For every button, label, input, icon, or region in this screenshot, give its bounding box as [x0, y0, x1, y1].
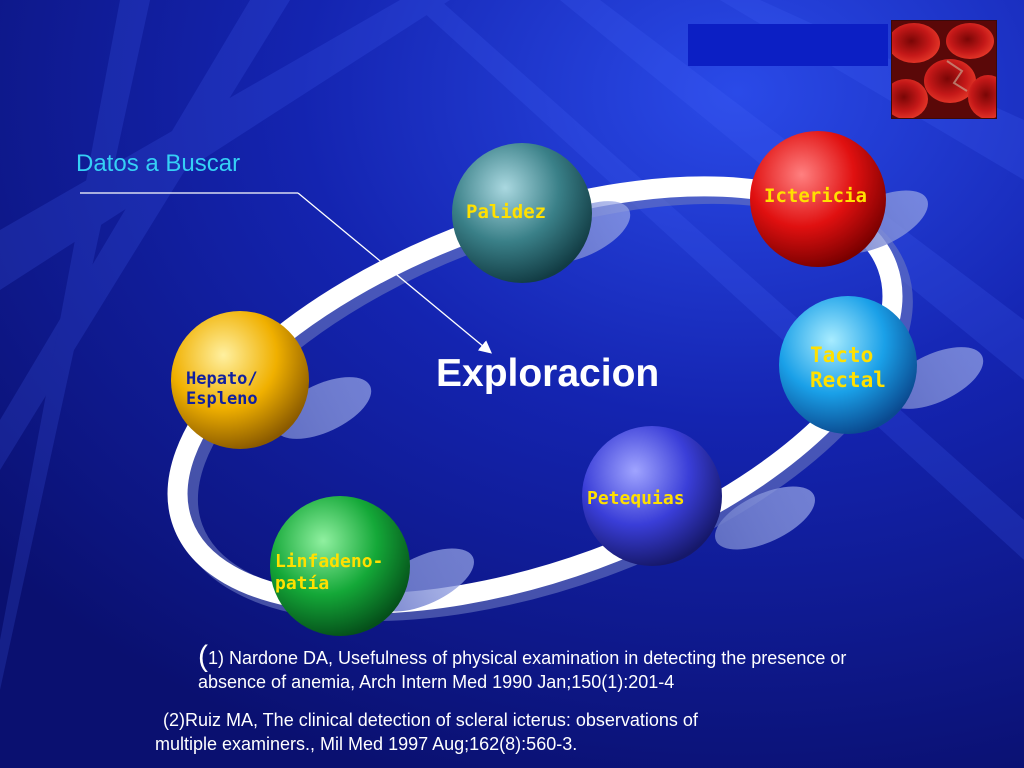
node-ictericia: [750, 131, 886, 267]
reference-1-line-1: (1) Nardone DA, Usefulness of physical e…: [198, 642, 847, 672]
node-label-line: Palidez: [466, 201, 547, 223]
node-tacto-rectal: [779, 296, 917, 434]
node-linfadenopatia: [270, 496, 410, 636]
node-label-ictericia: Ictericia: [764, 185, 867, 208]
node-label-line: Rectal: [810, 368, 886, 393]
blood-cells-image: [891, 20, 997, 119]
node-label-line: Ictericia: [764, 185, 867, 207]
reference-1: (1) Nardone DA, Usefulness of physical e…: [198, 642, 847, 694]
callout-arrow: [80, 192, 493, 354]
reference-2-line-1: (2)Ruiz MA, The clinical detection of sc…: [163, 710, 698, 730]
subtitle: Datos a Buscar: [76, 150, 241, 177]
node-petequias: [582, 426, 722, 566]
reference-2-line-2: multiple examiners., Mil Med 1997 Aug;16…: [155, 734, 578, 754]
node-label-linfadenopatia: Linfadeno- patía: [275, 551, 383, 594]
node-label-palidez: Palidez: [466, 201, 546, 224]
node-label-line: Espleno: [186, 389, 258, 410]
node-label-line: Linfadeno-: [275, 551, 384, 572]
reference-1-line-2: absence of anemia, Arch Intern Med 1990 …: [198, 672, 675, 692]
center-title: Exploracion: [436, 352, 660, 395]
node-palidez: [452, 143, 592, 283]
node-label-line: Tacto: [810, 343, 874, 367]
node-label-petequias: Petequias: [587, 488, 685, 510]
node-label-hepatoespleno: Hepato/ Espleno: [186, 369, 258, 410]
reference-2: (2)Ruiz MA, The clinical detection of sc…: [155, 708, 698, 756]
corner-color-bar: [688, 24, 888, 66]
node-hepatoespleno: [171, 311, 309, 449]
node-label-line: Petequias: [587, 488, 685, 509]
node-label-line: Hepato/: [186, 369, 258, 389]
node-label-line: patía: [275, 572, 330, 594]
reference-1-paren: (: [198, 640, 208, 673]
reference-1-text-1: 1) Nardone DA, Usefulness of physical ex…: [208, 648, 847, 668]
node-label-tacto-rectal: Tacto Rectal: [810, 343, 886, 393]
